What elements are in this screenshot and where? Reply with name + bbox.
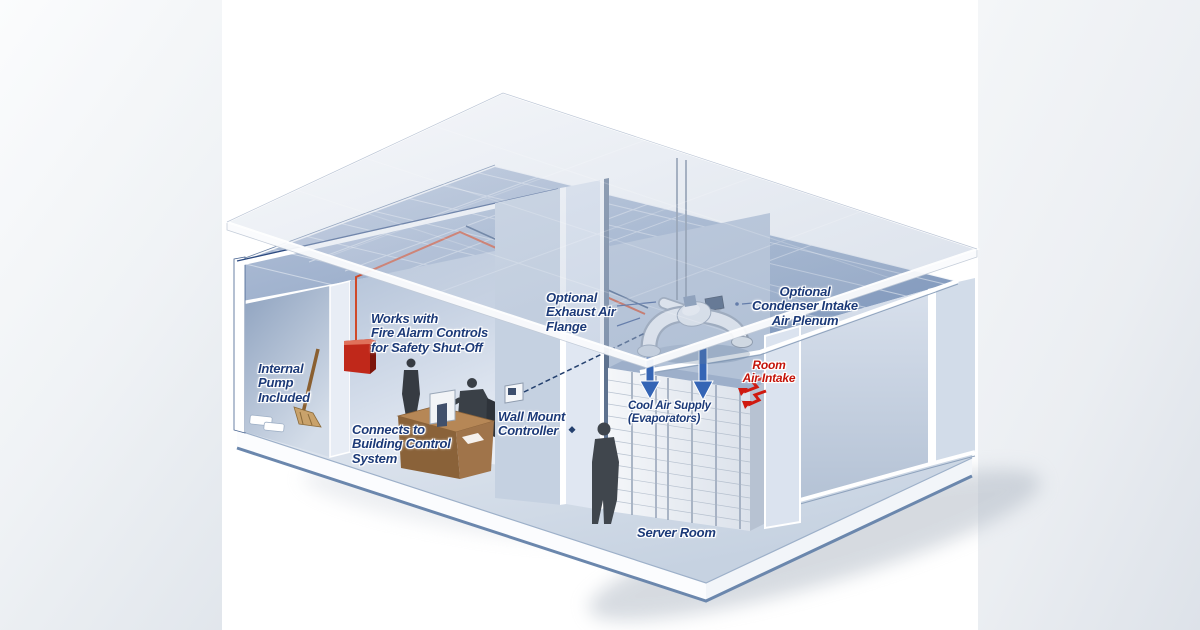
label-building-control-system: Connects to Building Control System	[352, 422, 451, 466]
person-office-standing	[402, 358, 420, 417]
background-left-panel	[0, 0, 222, 630]
right-wall-corner-edge	[928, 287, 936, 464]
label-wall-mount-controller: Wall Mount Controller	[498, 409, 566, 439]
right-room-wall	[800, 289, 930, 500]
roof-slab	[224, 91, 981, 369]
background-right-panel	[978, 0, 1200, 630]
label-room-air-intake: Room Air Intake	[742, 358, 796, 386]
label-internal-pump: Internal Pump Included	[258, 361, 310, 405]
label-exhaust-air-flange: Optional Exhaust Air Flange	[546, 290, 616, 334]
server-racks	[607, 361, 764, 531]
label-fire-alarm-controls: Works with Fire Alarm Controls for Safet…	[371, 311, 489, 355]
floor-tray	[249, 414, 285, 433]
mop	[293, 348, 322, 428]
ceiling-front-rim	[639, 279, 959, 376]
left-wall-edge	[233, 256, 246, 434]
wall-mount-controller-device	[504, 382, 524, 404]
office-desk	[396, 389, 496, 479]
label-server-room: Server Room	[637, 525, 716, 540]
label-cool-air-supply: Cool Air Supply (Evaporators)	[628, 400, 711, 425]
far-right-wall	[936, 278, 975, 462]
partition-wall-3	[764, 324, 801, 530]
label-condenser-intake-plenum: Optional Condenser Intake Air Plenum	[752, 284, 858, 328]
fire-alarm-box	[344, 339, 376, 374]
room-air-intake-arrows-icon	[738, 376, 767, 409]
person-server-room	[592, 422, 619, 524]
